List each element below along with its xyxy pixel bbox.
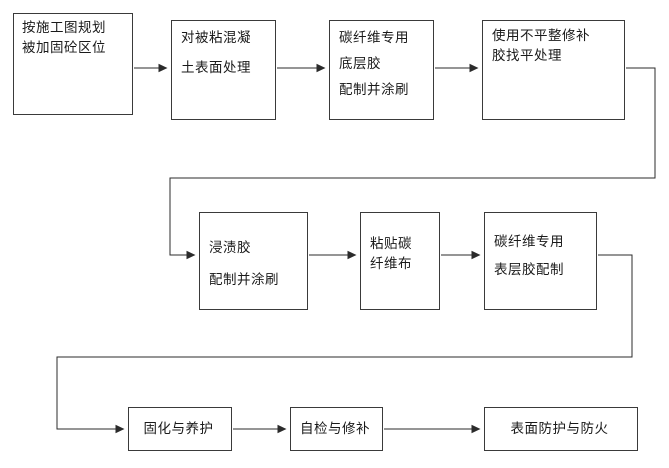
node-label-line: 浸渍胶 xyxy=(209,240,251,256)
node-label-line: 粘贴碳 xyxy=(370,236,412,252)
node-surface-protection-and-fireproofing[interactable]: 表面防护与防火 xyxy=(484,407,638,451)
node-label-line: 自检与修补 xyxy=(300,420,370,437)
node-label-line: 碳纤维专用 xyxy=(339,30,409,46)
edge-n6-to-n7 xyxy=(441,250,481,260)
arrowhead-icon xyxy=(471,424,481,434)
arrowhead-icon xyxy=(469,63,479,73)
node-label-line: 使用不平整修补 xyxy=(492,28,590,44)
arrowhead-icon xyxy=(347,250,357,260)
node-label-line: 被加固砼区位 xyxy=(22,40,106,57)
edge-n5-to-n6 xyxy=(309,250,357,260)
node-treat-concrete-surface[interactable]: 对被粘混凝土表面处理 xyxy=(171,20,276,120)
node-label-line: 土表面处理 xyxy=(181,60,251,77)
node-plan-reinforcement-area[interactable]: 按施工图规划被加固砼区位 xyxy=(13,13,133,115)
node-label-line: 纤维布 xyxy=(370,256,412,273)
node-label-line: 对被粘混凝 xyxy=(181,30,251,46)
node-level-with-repair-adhesive[interactable]: 使用不平整修补胶找平处理 xyxy=(482,20,625,120)
node-prepare-impregnating-resin[interactable]: 浸渍胶配制并涂刷 xyxy=(199,212,308,310)
edge-n1-to-n2 xyxy=(134,63,168,73)
node-prepare-primer-adhesive[interactable]: 碳纤维专用底层胶配制并涂刷 xyxy=(329,20,434,120)
arrowhead-icon xyxy=(471,250,481,260)
node-label-line: 表面防护与防火 xyxy=(510,420,609,437)
node-label-line: 配制并涂刷 xyxy=(339,82,409,99)
arrowhead-icon xyxy=(277,424,287,434)
node-label-line: 配制并涂刷 xyxy=(209,272,279,289)
edge-n8-to-n9 xyxy=(233,424,287,434)
arrowhead-icon xyxy=(158,63,168,73)
node-label-line: 表层胶配制 xyxy=(494,262,564,279)
node-self-inspection-and-repair[interactable]: 自检与修补 xyxy=(290,407,383,451)
arrowhead-icon xyxy=(115,424,125,434)
node-apply-carbon-fiber-cloth[interactable]: 粘贴碳纤维布 xyxy=(360,212,440,310)
edge-n9-to-n10 xyxy=(384,424,481,434)
node-label-line: 碳纤维专用 xyxy=(494,234,564,250)
arrowhead-icon xyxy=(316,63,326,73)
node-curing-and-maintenance[interactable]: 固化与养护 xyxy=(128,407,232,451)
node-label-line: 固化与养护 xyxy=(143,420,214,437)
edge-n3-to-n4 xyxy=(435,63,479,73)
arrowhead-icon xyxy=(186,250,196,260)
node-label-line: 按施工图规划 xyxy=(22,20,106,36)
node-label-line: 底层胶 xyxy=(339,56,381,73)
edge-n2-to-n3 xyxy=(277,63,326,73)
node-label-line: 胶找平处理 xyxy=(492,48,562,65)
node-prepare-topcoat-adhesive[interactable]: 碳纤维专用表层胶配制 xyxy=(484,212,597,310)
